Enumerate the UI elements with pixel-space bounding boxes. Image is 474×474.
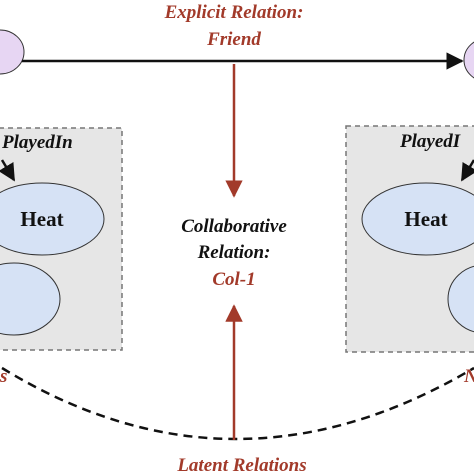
latent-relations-label: Latent Relations <box>176 455 306 474</box>
latent-relations-curve <box>1 366 474 441</box>
collaborative-relation-subtitle: Relation: <box>197 242 271 263</box>
collaborative-relation-name: Col-1 <box>212 269 255 290</box>
right-second-node <box>447 265 474 333</box>
left-user-node <box>0 29 25 75</box>
left-playedin-arrow <box>0 159 16 182</box>
left-below-label: s <box>0 366 7 387</box>
collaborative-relation-title: Collaborative <box>181 216 287 237</box>
right-below-label: N <box>463 366 474 387</box>
right-playedin-arrow <box>460 159 474 182</box>
right-heat-label: Heat <box>404 207 447 231</box>
left-playedin-label: PlayedIn <box>1 132 73 153</box>
right-heat-node <box>361 182 474 256</box>
explicit-relation-title: Explicit Relation: <box>164 2 304 23</box>
left-heat-node <box>0 182 105 256</box>
right-playedin-label: PlayedI <box>399 131 461 152</box>
left-heat-label: Heat <box>20 207 63 231</box>
right-user-node <box>463 41 474 79</box>
explicit-relation-name: Friend <box>206 29 261 50</box>
left-second-node <box>0 262 61 336</box>
